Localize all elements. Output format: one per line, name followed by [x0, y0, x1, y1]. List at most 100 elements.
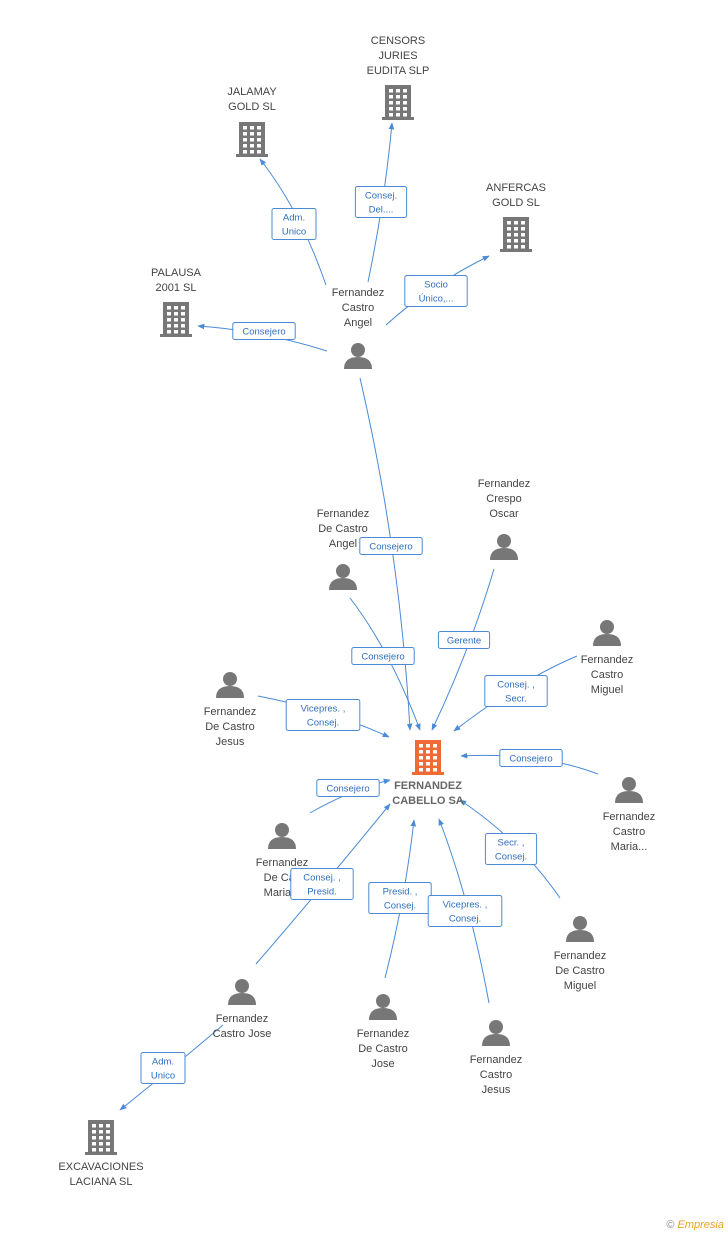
building-icon: [500, 217, 532, 252]
relation-box: [354, 186, 408, 218]
relation-label-fdc_miguel-focus[interactable]: Secr. ,Consej.: [484, 833, 538, 865]
node-label-line: FERNANDEZ: [394, 780, 462, 792]
relation-label-fdc_maria-focus[interactable]: Consejero: [316, 779, 380, 797]
relation-label-fc_miguel-focus[interactable]: Consej. ,Secr.: [484, 675, 548, 707]
relation-box: [290, 868, 354, 900]
relation-label-fc_angel-focus[interactable]: Consejero: [359, 537, 423, 555]
relation-box: [484, 833, 538, 865]
relation-text: Presid.: [307, 887, 337, 898]
building-icon: [236, 122, 268, 157]
relation-label-fc_jesus-focus[interactable]: Vicepres. , Consej.: [427, 895, 503, 927]
relation-text: Consej.: [449, 914, 481, 925]
relation-label-fc_angel-palausa[interactable]: Consejero: [232, 322, 296, 340]
node-label-line: De Castro: [555, 965, 605, 977]
relation-label-fc_angel-censors[interactable]: Consej. Del....: [354, 186, 408, 218]
relation-label-fc_angel-anfercas[interactable]: SocioÚnico,...: [404, 275, 468, 307]
node-focus[interactable]: FERNANDEZ CABELLO SA: [392, 740, 464, 807]
brand-name[interactable]: Empresia: [677, 1219, 724, 1231]
person-icon: [369, 994, 397, 1020]
relation-text: Adm.: [283, 213, 305, 224]
node-label-line: CABELLO SA: [392, 795, 464, 807]
node-label-line: Jesus: [482, 1084, 511, 1096]
relation-box: [351, 647, 415, 665]
relation-label-fdc_jose-focus[interactable]: Presid. , Consej.: [368, 882, 432, 914]
relation-text: Secr.: [505, 694, 527, 705]
node-label-line: EUDITA SLP: [367, 65, 430, 77]
node-label-line: Crespo: [486, 493, 521, 505]
relation-text: Consej.: [384, 901, 416, 912]
person-icon: [329, 564, 357, 590]
node-label-line: JURIES: [378, 50, 417, 62]
node-label-line: Fernandez: [256, 857, 309, 869]
node-label-line: Fernandez: [357, 1028, 410, 1040]
node-label-line: Fernandez: [470, 1054, 523, 1066]
person-icon: [593, 620, 621, 646]
relation-box: [316, 779, 380, 797]
relation-text: Consej.: [307, 718, 339, 729]
node-label-line: De Castro: [205, 721, 255, 733]
person-icon: [268, 823, 296, 849]
relation-label-fdc_jesus-focus[interactable]: Vicepres. , Consej.: [285, 699, 361, 731]
node-fc_maria[interactable]: FernandezCastroMaria...: [603, 777, 656, 853]
relation-label-fc_oscar-focus[interactable]: Gerente: [437, 631, 491, 649]
node-label-line: Miguel: [564, 980, 596, 992]
footer-brand: © Empresia: [666, 1219, 724, 1231]
person-icon: [216, 672, 244, 698]
node-label-line: Fernandez: [204, 706, 257, 718]
node-label-line: Fernandez: [332, 287, 385, 299]
relation-label-fc_jose-excavaciones[interactable]: Adm.Unico: [140, 1052, 186, 1084]
node-label-line: De Castro: [318, 523, 368, 535]
relation-text: Adm.: [152, 1057, 174, 1068]
building-icon: [382, 85, 414, 120]
node-label-line: GOLD SL: [228, 101, 276, 113]
node-label-line: PALAUSA: [151, 267, 202, 279]
relation-label-fc_maria-focus[interactable]: Consejero: [499, 749, 563, 767]
node-label-line: EXCAVACIONES: [58, 1161, 143, 1173]
relation-text: Único,...: [419, 294, 454, 305]
relation-labels-layer: Consej.Del....Adm.UnicoSocioÚnico,...Con…: [140, 186, 563, 1084]
relation-text: Vicepres. ,: [301, 704, 346, 715]
node-label-line: Castro: [613, 826, 645, 838]
node-label-line: Castro: [591, 669, 623, 681]
node-label-line: CENSORS: [371, 35, 425, 47]
node-label-line: Fernandez: [603, 811, 656, 823]
node-label-line: Oscar: [489, 508, 519, 520]
relation-text: Consejero: [326, 784, 369, 795]
node-label-line: Angel: [344, 317, 372, 329]
relation-label-fc_jose-focus[interactable]: Consej. ,Presid.: [290, 868, 354, 900]
relation-text: Del....: [369, 205, 394, 216]
person-icon: [482, 1020, 510, 1046]
edge-fc_oscar-to-focus: [431, 568, 495, 731]
relation-text: Consej.: [365, 191, 397, 202]
node-label-line: De Castro: [358, 1043, 408, 1055]
relation-label-fdc_angel-focus[interactable]: Consejero: [351, 647, 415, 665]
person-icon: [566, 916, 594, 942]
building-icon: [412, 740, 444, 775]
relation-text: Presid. ,: [383, 887, 418, 898]
node-censors[interactable]: CENSORS JURIES EUDITA SLP: [367, 35, 430, 120]
relation-label-fc_angel-jalamay[interactable]: Adm.Unico: [271, 208, 317, 240]
relation-text: Consejero: [242, 327, 285, 338]
node-label-line: Maria...: [611, 841, 648, 853]
node-label-line: Castro Jose: [213, 1028, 272, 1040]
relation-text: Vicepres. ,: [443, 900, 488, 911]
person-icon: [344, 343, 372, 369]
relation-text: Gerente: [447, 636, 481, 647]
relation-box: [427, 895, 503, 927]
relation-text: Secr. ,: [498, 838, 525, 849]
person-icon: [490, 534, 518, 560]
